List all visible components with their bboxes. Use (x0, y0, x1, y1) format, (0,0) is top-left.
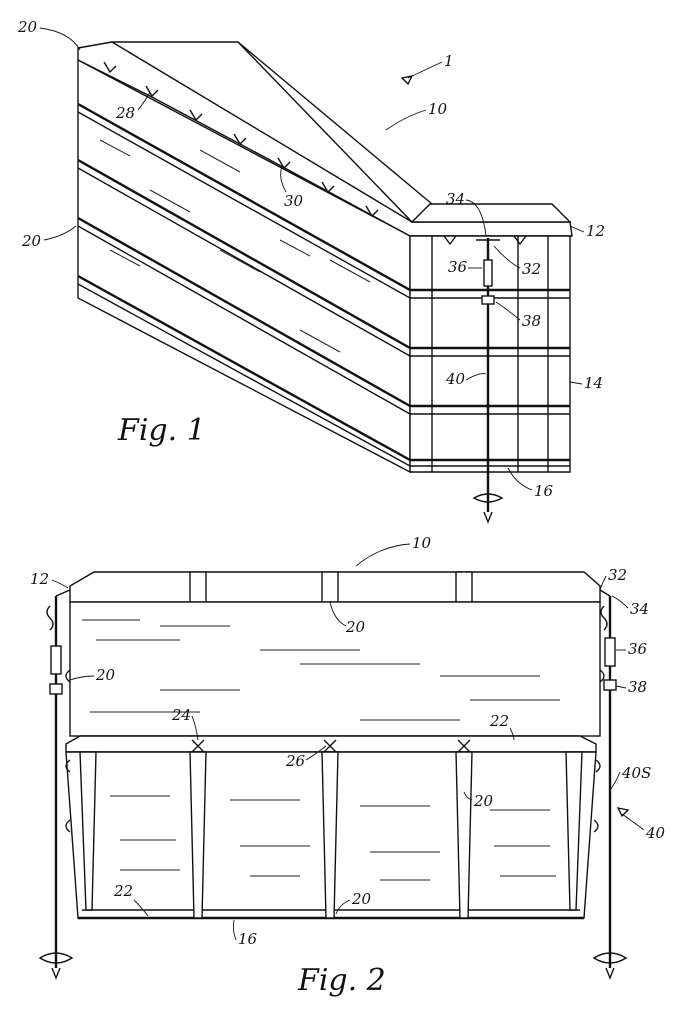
fig2-label-40: 40 (645, 824, 666, 842)
fig1-label-16: 16 (534, 482, 554, 500)
fig2-label-24: 24 (171, 706, 191, 724)
fig2-label-20-bottom: 20 (351, 890, 372, 908)
fig2-base-rim (66, 736, 596, 752)
fig1-label-38: 38 (522, 312, 541, 330)
fig2-label-10: 10 (412, 534, 432, 552)
fig1-label-20a: 20 (17, 18, 38, 36)
fig2-label-34: 34 (630, 600, 649, 618)
fig1-label-12: 12 (586, 222, 605, 240)
fig2-label-20-left: 20 (95, 666, 116, 684)
fig2-label-40S: 40S (621, 764, 651, 782)
fig2-label-36: 36 (628, 640, 648, 658)
fig1-label-34: 34 (446, 190, 465, 208)
fig1-label-30: 30 (284, 192, 304, 210)
fig1-lid-end (412, 204, 570, 222)
fig2-label-20-lid: 20 (345, 618, 366, 636)
fig2-label-12: 12 (30, 570, 49, 588)
figure-1: 20 1 10 28 30 20 34 12 32 36 38 40 14 (17, 18, 605, 522)
fig2-label-26: 26 (285, 752, 306, 770)
fig1-label-1: 1 (444, 52, 454, 70)
fig1-label-40: 40 (445, 370, 466, 388)
fig2-left-anchor (40, 590, 72, 978)
fig2-label-20-mid: 20 (473, 792, 494, 810)
fig1-label-20b: 20 (21, 232, 42, 250)
fig2-label-32: 32 (608, 566, 627, 584)
fig2-label-38: 38 (628, 678, 647, 696)
fig1-label-10: 10 (428, 100, 448, 118)
fig1-label-36: 36 (448, 258, 468, 276)
fig1-label-28: 28 (115, 104, 135, 122)
fig1-label-14: 14 (584, 374, 603, 392)
fig2-label-22-top: 22 (489, 712, 509, 730)
fig2-label-22-bottom: 22 (113, 882, 133, 900)
fig2-caption: Fig. 2 (297, 963, 386, 998)
figure-2: 10 12 32 34 20 36 20 38 24 22 26 40S 20 (30, 534, 666, 998)
fig1-label-32: 32 (522, 260, 541, 278)
fig2-label-16: 16 (238, 930, 258, 948)
fig1-caption: Fig. 1 (117, 413, 206, 448)
fig2-lid-front-panel (70, 602, 600, 736)
